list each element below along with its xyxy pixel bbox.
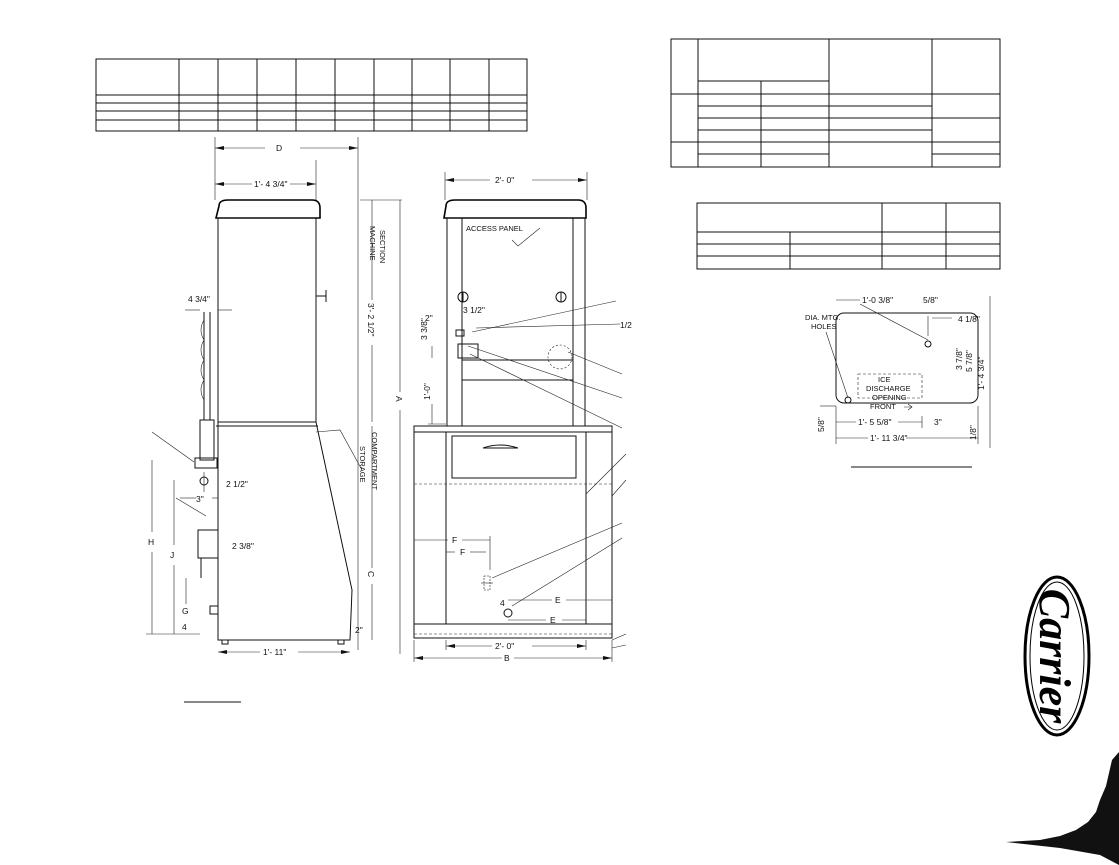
dim-C: C (366, 571, 376, 577)
dim-B: B (504, 653, 510, 663)
dim-3-b: 3" (934, 417, 942, 427)
page-tear (1006, 752, 1119, 865)
dim-front-1-0: 1'-0" (422, 383, 432, 400)
mount-plan: DIA. MTG. HOLES 1'-0 3/8" 5/8" 4 1/8" 3 … (805, 295, 991, 448)
label-opening: OPENING (872, 393, 907, 402)
carrier-logo: Carrier (1023, 575, 1091, 737)
capacity-table (696, 202, 1001, 270)
label-access-panel: ACCESS PANEL (466, 224, 523, 233)
dim-F-2: F (460, 547, 465, 557)
dim-5-7-8: 5 7/8" (964, 350, 974, 372)
label-discharge: DISCHARGE (866, 384, 911, 393)
dim-5-8: 5/8" (923, 295, 938, 305)
label-ice: ICE (878, 375, 891, 384)
dim-front-bottom-width: 2'- 0" (495, 641, 514, 651)
dim-H: H (148, 537, 154, 547)
dim-5-8-b: 5/8" (816, 417, 826, 432)
electrical-table (670, 38, 1001, 168)
dimension-table (95, 58, 528, 132)
label-compartment: COMPARTMENT (370, 432, 379, 490)
dim-1-0-3-8: 1'-0 3/8" (862, 295, 893, 305)
dim-A: A (394, 396, 404, 402)
dim-E-1: E (555, 595, 561, 605)
dim-3-7-8: 3 7/8" (954, 348, 964, 370)
dim-G: G (182, 606, 189, 616)
dim-width-top: 1'- 4 3/4" (254, 179, 287, 189)
dim-2-3-8: 2 3/8" (232, 541, 254, 551)
label-storage: STORAGE (358, 446, 367, 483)
dim-pipe-offset: 4 3/4" (188, 294, 210, 304)
dim-front-3-1-2: 3 1/2" (463, 305, 485, 315)
front-view: 2'- 0" ACCESS PANEL 2" 3 1/2" 3 3/8" 1'-… (413, 172, 632, 663)
side-view: D 1'- 4 3/4" 4 3/4" (146, 137, 404, 657)
dim-front-2: 2" (425, 313, 433, 323)
dim-4: 4 (182, 622, 187, 632)
dim-half: 1/2 (620, 320, 632, 330)
dim-front-top-width: 2'- 0" (495, 175, 514, 185)
dim-4-1-8: 4 1/8" (958, 314, 980, 324)
dim-1-8: 1/8" (968, 425, 978, 440)
dim-D: D (276, 143, 282, 153)
dim-3: 3" (196, 494, 204, 504)
dim-front-4: 4 (500, 598, 505, 608)
label-holes: HOLES (811, 322, 836, 331)
dim-1-5-5-8: 1'- 5 5/8" (858, 417, 891, 427)
dim-bottom-width: 1'- 11" (263, 647, 286, 657)
label-section: SECTION (378, 230, 387, 263)
label-dia-mtg: DIA. MTG. (805, 313, 840, 322)
dim-J: J (170, 550, 174, 560)
dim-1-4-3-4: 1'- 4 3/4" (976, 357, 986, 390)
dim-E-2: E (550, 615, 556, 625)
label-machine: MACHINE (368, 226, 377, 261)
dim-height-total: 3'- 2 1/2" (366, 303, 376, 336)
dim-1-11-3-4: 1'- 11 3/4" (870, 433, 908, 443)
label-front: FRONT (870, 402, 896, 411)
dim-2-side: 2" (355, 625, 363, 635)
dim-front-3-3-8: 3 3/8" (419, 318, 429, 340)
dim-F-1: F (452, 535, 457, 545)
dim-2-1-2: 2 1/2" (226, 479, 248, 489)
logo-text: Carrier (1030, 589, 1079, 724)
